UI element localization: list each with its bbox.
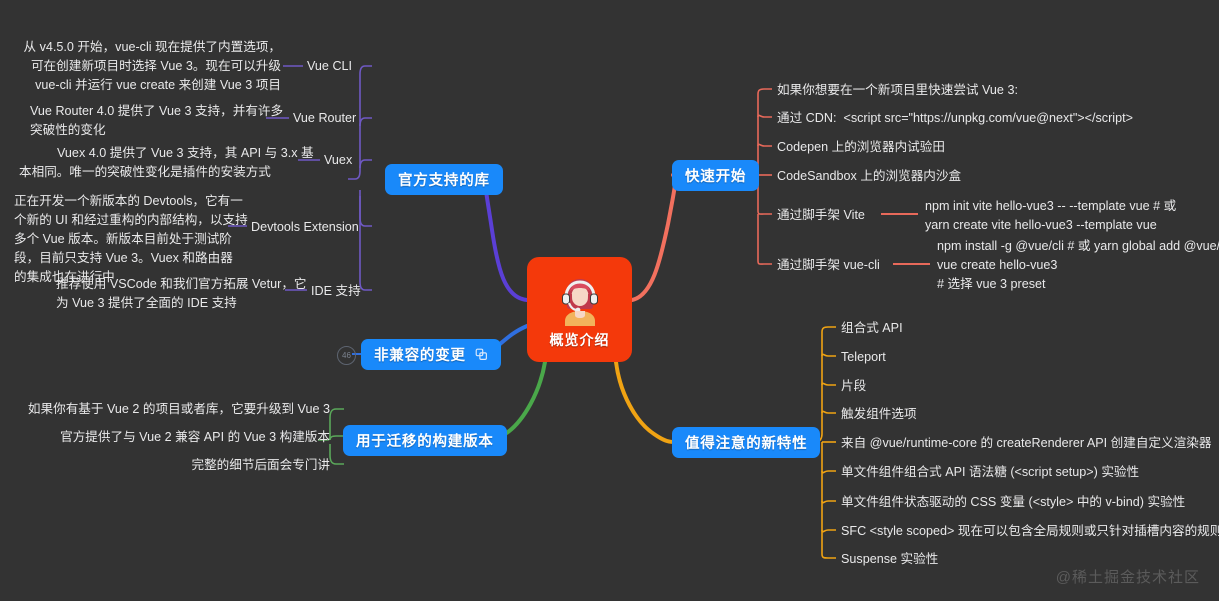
branch-label: 用于迁移的构建版本 (356, 434, 494, 450)
branch-label: 值得注意的新特性 (685, 436, 808, 452)
link-copy-icon[interactable] (475, 348, 488, 361)
branch-label: 快速开始 (685, 169, 747, 185)
code-vite-line2: yarn create vite hello-vue3 --template v… (925, 218, 1157, 232)
person-with-headset-emoji (557, 276, 603, 326)
leaf-feature-5[interactable]: 来自 @vue/runtime-core 的 createRenderer AP… (841, 436, 1212, 450)
branch-node-breaking-changes[interactable]: 非兼容的变更 (361, 339, 501, 370)
leaf-quickstart-vuecli[interactable]: 通过脚手架 vue-cli (777, 258, 880, 272)
note-ide-line1: 推荐使用 VSCode 和我们官方拓展 Vetur，它 (56, 277, 307, 291)
leaf-quickstart-codepen[interactable]: Codepen 上的浏览器内试验田 (777, 140, 945, 154)
leaf-feature-7[interactable]: 单文件组件状态驱动的 CSS 变量 (<style> 中的 v-bind) 实验… (841, 495, 1186, 509)
code-vuecli-line2: vue create hello-vue3 (937, 258, 1058, 272)
status-badge-breaking-changes: 46 (337, 346, 356, 365)
leaf-feature-3[interactable]: 片段 (841, 379, 867, 393)
leaf-quickstart-codesandbox[interactable]: CodeSandbox 上的浏览器内沙盒 (777, 169, 962, 183)
note-vue-cli-line3: vue-cli 并运行 vue create 来创建 Vue 3 项目 (35, 78, 281, 92)
leaf-feature-2[interactable]: Teleport (841, 350, 886, 364)
leaf-migration-2[interactable]: 官方提供了与 Vue 2 兼容 API 的 Vue 3 构建版本 (60, 430, 330, 444)
note-vuex-line1: Vuex 4.0 提供了 Vue 3 支持，其 API 与 3.x 基 (57, 146, 314, 160)
note-devtools-line3: 多个 Vue 版本。新版本目前处于测试阶 (14, 232, 232, 246)
note-devtools-line4: 段，目前只支持 Vue 3。Vuex 和路由器 (14, 251, 233, 265)
leaf-vue-cli[interactable]: Vue CLI (307, 59, 353, 73)
leaf-vuex[interactable]: Vuex (324, 153, 353, 167)
note-ide-line2: 为 Vue 3 提供了全面的 IDE 支持 (56, 296, 237, 310)
watermark: @稀土掘金技术社区 (1055, 569, 1200, 586)
leaf-feature-4[interactable]: 触发组件选项 (841, 407, 917, 421)
code-vite-line1: npm init vite hello-vue3 -- --template v… (925, 199, 1177, 213)
leaf-devtools-extension[interactable]: Devtools Extension (251, 220, 359, 234)
root-label: 概览介绍 (549, 331, 610, 348)
leaf-feature-9[interactable]: Suspense 实验性 (841, 552, 939, 566)
branch-node-official-libraries[interactable]: 官方支持的库 (385, 164, 503, 195)
code-vuecli-line1: npm install -g @vue/cli # 或 yarn global … (937, 239, 1219, 253)
leaf-quickstart-vite[interactable]: 通过脚手架 Vite (777, 208, 865, 222)
leaf-quickstart-cdn[interactable]: 通过 CDN: <script src="https://unpkg.com/v… (777, 111, 1133, 125)
note-vue-cli-line2: 可在创建新项目时选择 Vue 3。现在可以升级 (30, 59, 281, 73)
note-devtools-line1: 正在开发一个新版本的 Devtools，它有一 (14, 194, 243, 208)
branch-label: 官方支持的库 (398, 173, 490, 189)
note-devtools-line2: 个新的 UI 和经过重构的内部结构，以支持 (14, 213, 248, 227)
leaf-feature-8[interactable]: SFC <style scoped> 现在可以包含全局规则或只针对插槽内容的规则 (841, 524, 1219, 538)
leaf-migration-1[interactable]: 如果你有基于 Vue 2 的项目或者库，它要升级到 Vue 3 (27, 402, 330, 416)
leaf-feature-6[interactable]: 单文件组件组合式 API 语法糖 (<script setup>) 实验性 (841, 465, 1140, 479)
branch-node-quick-start[interactable]: 快速开始 (672, 160, 760, 191)
leaf-ide-support[interactable]: IDE 支持 (311, 284, 361, 298)
code-vuecli-line3: # 选择 vue 3 preset (937, 277, 1046, 291)
note-vue-router-line2: 突破性的变化 (30, 123, 106, 137)
note-vue-router-line1: Vue Router 4.0 提供了 Vue 3 支持，并有许多 (30, 104, 284, 118)
leaf-feature-1[interactable]: 组合式 API (841, 321, 903, 335)
branch-label: 非兼容的变更 (374, 348, 466, 364)
note-vuex-line2: 本相同。唯一的突破性变化是插件的安装方式 (19, 165, 271, 179)
branch-node-new-features[interactable]: 值得注意的新特性 (672, 427, 821, 458)
leaf-migration-3[interactable]: 完整的细节后面会专门讲 (191, 458, 330, 472)
leaf-quickstart-1[interactable]: 如果你想要在一个新项目里快速尝试 Vue 3: (777, 83, 1018, 97)
root-node[interactable]: 概览介绍 (527, 257, 632, 362)
note-devtools-line5: 的集成也在进行中 (14, 270, 115, 284)
branch-node-migration-build[interactable]: 用于迁移的构建版本 (343, 425, 507, 456)
leaf-vue-router[interactable]: Vue Router (293, 111, 357, 125)
note-vue-cli-line1: 从 v4.5.0 开始，vue-cli 现在提供了内置选项， (23, 40, 281, 54)
